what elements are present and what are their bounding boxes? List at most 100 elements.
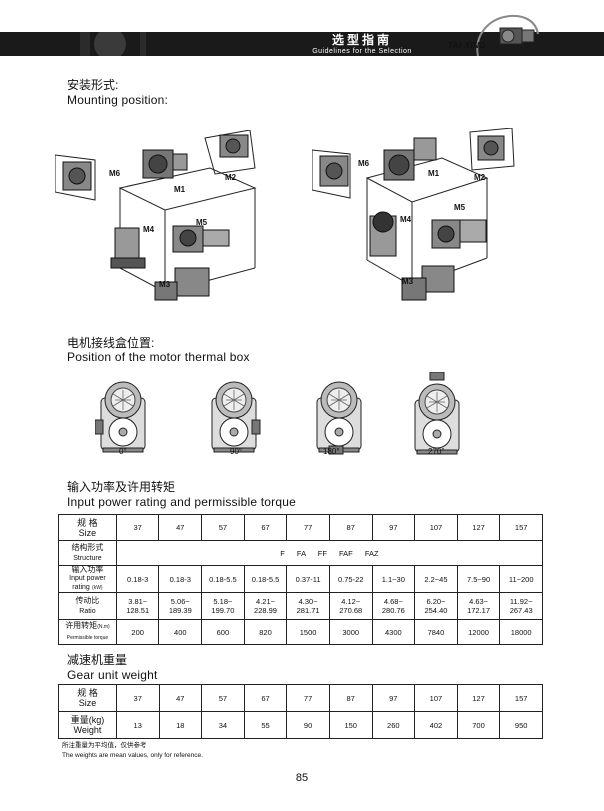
weight-size-header-en: Size bbox=[78, 698, 97, 708]
power-header-unit: (kW) bbox=[92, 585, 103, 591]
ratio-cell: 3.81~128.51 bbox=[115, 592, 160, 620]
weight-cell: 402 bbox=[414, 711, 458, 739]
ratio-header: 传动比 Ratio bbox=[58, 592, 117, 620]
weight-cell: 18 bbox=[158, 711, 203, 739]
weight-size-cell: 87 bbox=[328, 684, 373, 712]
size-cell: 77 bbox=[286, 514, 330, 541]
ratio-min: 5.06~ bbox=[170, 597, 190, 606]
ratio-max: 199.70 bbox=[211, 606, 235, 615]
torque-header-en: Permissible torque bbox=[66, 635, 109, 641]
ratio-max: 128.51 bbox=[126, 606, 150, 615]
weight-size-cell: 97 bbox=[371, 684, 416, 712]
table-row-size: 规 格 Size 37 47 57 67 77 87 97 107 127 15… bbox=[58, 514, 543, 541]
brand-name: TAI XING bbox=[448, 41, 487, 50]
torque-cell: 1500 bbox=[286, 619, 330, 645]
structure-header: 结构形式 Structure bbox=[58, 540, 117, 566]
weight-cell: 13 bbox=[115, 711, 160, 739]
power-cell: 2.2~45 bbox=[414, 565, 458, 593]
torque-cell: 4300 bbox=[371, 619, 416, 645]
table-row-torque: 许用转矩(N.m) Permissible torque 200 400 600… bbox=[58, 619, 543, 645]
ratio-cell: 11.92~267.43 bbox=[499, 592, 543, 620]
weight-cell: 150 bbox=[328, 711, 373, 739]
mount-label-m5-flange: M5 bbox=[454, 203, 466, 212]
size-cell: 37 bbox=[115, 514, 160, 541]
mount-label-m3: M3 bbox=[159, 280, 171, 289]
weight-title-cn: 减速机重量 bbox=[67, 653, 128, 667]
ratio-max: 254.40 bbox=[424, 606, 448, 615]
thermal-title-en: Position of the motor thermal box bbox=[67, 350, 250, 364]
size-header: 规 格 Size bbox=[58, 514, 117, 541]
brand-logo bbox=[470, 12, 540, 58]
structure-header-cn: 结构形式 bbox=[71, 542, 104, 552]
power-cell: 0.75-22 bbox=[328, 565, 373, 593]
torque-header-cn: 许用转矩 bbox=[65, 621, 98, 630]
thermal-angle-0: 0° bbox=[119, 447, 127, 456]
ratio-cell: 4.68~280.76 bbox=[371, 592, 416, 620]
power-cell: 11~200 bbox=[499, 565, 543, 593]
power-cell: 0.18-3 bbox=[158, 565, 203, 593]
weight-cell: 260 bbox=[371, 711, 416, 739]
weight-size-header: 规 格 Size bbox=[58, 684, 117, 712]
mounting-title-cn: 安装形式: bbox=[67, 78, 119, 92]
torque-cell: 200 bbox=[115, 619, 160, 645]
header-title: 选型指南 Guidelines for the Selection bbox=[282, 34, 442, 56]
weight-note-cn: 所注重量为平均值，仅供参考 bbox=[62, 742, 147, 749]
ratio-cell: 6.20~254.40 bbox=[414, 592, 458, 620]
mounting-title-en: Mounting position: bbox=[67, 93, 168, 107]
page-number: 85 bbox=[295, 772, 309, 784]
weight-size-cell: 107 bbox=[414, 684, 458, 712]
ratio-cell: 5.06~189.39 bbox=[158, 592, 203, 620]
ratio-header-cn: 传动比 bbox=[75, 595, 100, 605]
torque-cell: 400 bbox=[158, 619, 203, 645]
table-row-structure: 结构形式 Structure F FA FF FAF FAZ bbox=[58, 540, 544, 566]
ratio-min: 4.30~ bbox=[298, 597, 318, 606]
weight-cell: 34 bbox=[201, 711, 245, 739]
ratio-min: 3.81~ bbox=[128, 597, 148, 606]
size-cell: 127 bbox=[456, 514, 501, 541]
power-cell: 0.18-5.5 bbox=[201, 565, 245, 593]
thermal-title-cn: 电机接线盒位置: bbox=[67, 336, 155, 350]
power-title-en: Input power rating and permissible torqu… bbox=[67, 495, 296, 509]
ratio-max: 189.39 bbox=[168, 606, 192, 615]
power-cell: 0.18-3 bbox=[115, 565, 160, 593]
thermal-180deg bbox=[316, 381, 362, 455]
torque-cell: 12000 bbox=[456, 619, 501, 645]
thermal-angle-90: 90° bbox=[230, 447, 243, 456]
weight-size-cell: 127 bbox=[456, 684, 501, 712]
mount-label-m3-flange: M3 bbox=[402, 277, 414, 286]
mount-label-m2: M2 bbox=[225, 173, 237, 182]
ratio-cell: 4.63~172.17 bbox=[456, 592, 501, 620]
size-cell: 87 bbox=[328, 514, 373, 541]
table-row-size: 规 格 Size 37 47 57 67 77 87 97 107 127 15… bbox=[58, 684, 543, 712]
ratio-cell: 4.30~281.71 bbox=[286, 592, 330, 620]
size-cell: 47 bbox=[158, 514, 203, 541]
power-cell: 0.37-11 bbox=[286, 565, 330, 593]
ratio-min: 4.63~ bbox=[469, 597, 489, 606]
gear-decoration-icon bbox=[80, 28, 146, 60]
mount-label-m6: M6 bbox=[109, 169, 121, 178]
structure-value: F FA FF FAF FAZ bbox=[115, 540, 544, 566]
ratio-cell: 5.18~199.70 bbox=[201, 592, 245, 620]
power-header-cn: 输入功率 bbox=[71, 565, 104, 574]
ratio-max: 228.99 bbox=[254, 606, 277, 615]
weight-size-cell: 57 bbox=[201, 684, 245, 712]
mount-label-m4: M4 bbox=[143, 225, 155, 234]
torque-cell: 7840 bbox=[414, 619, 458, 645]
size-cell: 107 bbox=[414, 514, 458, 541]
size-cell: 67 bbox=[243, 514, 288, 541]
power-header-en: Input power bbox=[69, 575, 106, 582]
mount-label-m1: M1 bbox=[174, 185, 186, 194]
ratio-max: 172.17 bbox=[467, 606, 491, 615]
weight-size-cell: 37 bbox=[115, 684, 160, 712]
thermal-270deg bbox=[414, 372, 460, 455]
ratio-header-en: Ratio bbox=[79, 607, 96, 615]
mounting-diagram-foot: M1 M2 M3 M4 M5 M6 bbox=[55, 130, 257, 301]
weight-cell: 700 bbox=[456, 711, 501, 739]
power-cell: 7.5~90 bbox=[456, 565, 501, 593]
ratio-min: 4.68~ bbox=[383, 597, 403, 606]
table-row-power: 输入功率 Input power rating (kW) 0.18-3 0.18… bbox=[58, 565, 543, 593]
thermal-90deg bbox=[211, 381, 261, 453]
mount-label-m1-flange: M1 bbox=[428, 169, 440, 178]
weight-header-cn: 重量(kg) bbox=[70, 715, 105, 725]
mount-label-m6-flange: M6 bbox=[358, 159, 370, 168]
